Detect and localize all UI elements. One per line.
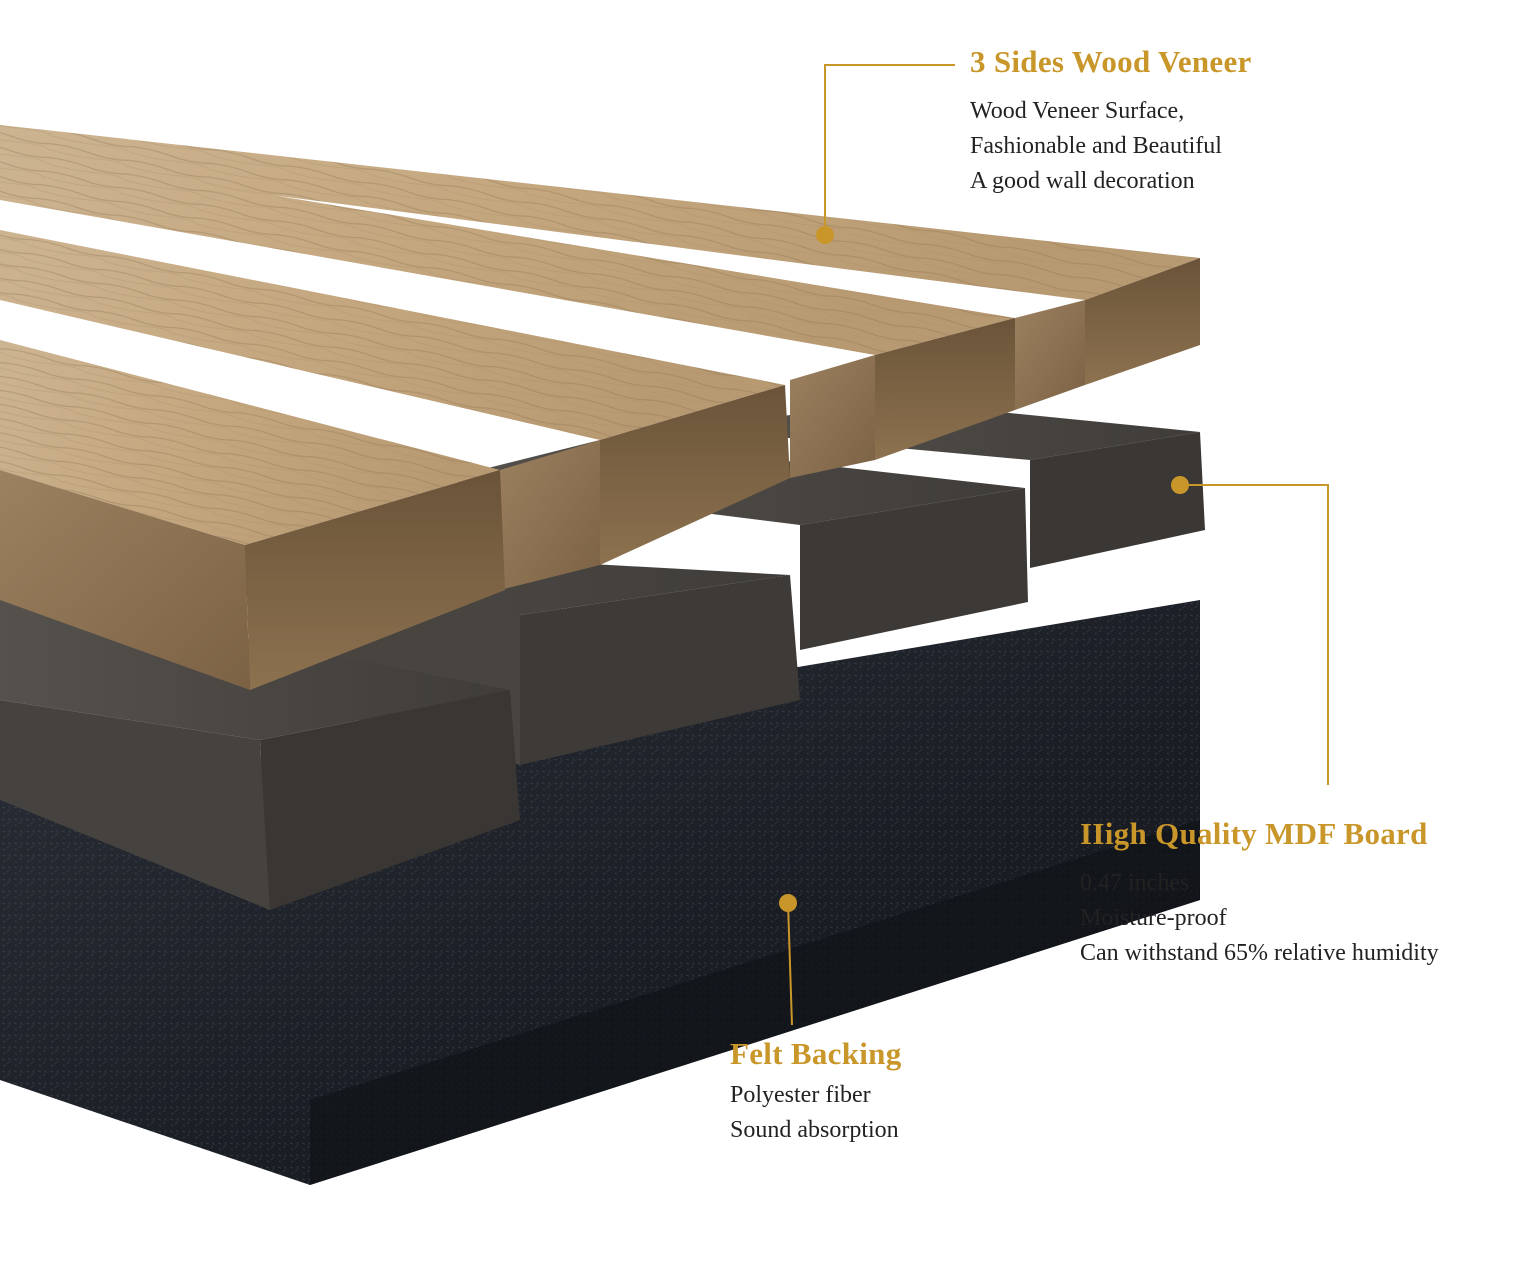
callout-title: 3 Sides Wood Veneer — [970, 44, 1252, 79]
leader-veneer — [816, 64, 955, 244]
callout-mdf-board: IIigh Quality MDF Board 0.47 inches Mois… — [1080, 816, 1439, 971]
felt-marker-dot — [779, 894, 797, 912]
felt-backing-layer — [0, 600, 1200, 1185]
leader-mdf — [1171, 476, 1329, 785]
callout-wood-veneer: 3 Sides Wood Veneer Wood Veneer Surface,… — [970, 44, 1252, 199]
callout-title: Felt Backing — [730, 1036, 902, 1071]
callout-felt-backing: Felt Backing Polyester fiber Sound absor… — [730, 1036, 902, 1148]
wood-veneer-layer — [0, 125, 1200, 690]
callout-line: Sound absorption — [730, 1117, 899, 1143]
callout-line: 0.47 inches — [1080, 870, 1190, 896]
callout-line: Moisture-proof — [1080, 905, 1227, 931]
callout-line: A good wall decoration — [970, 168, 1195, 194]
callout-line: Can withstand 65% relative humidity — [1080, 940, 1439, 966]
veneer-marker-dot — [816, 226, 834, 244]
mdf-marker-dot — [1171, 476, 1189, 494]
callout-line: Fashionable and Beautiful — [970, 133, 1222, 159]
callout-line: Polyester fiber — [730, 1082, 871, 1108]
leader-felt — [779, 894, 797, 1026]
callout-title: IIigh Quality MDF Board — [1080, 816, 1428, 851]
callout-line: Wood Veneer Surface, — [970, 98, 1185, 124]
